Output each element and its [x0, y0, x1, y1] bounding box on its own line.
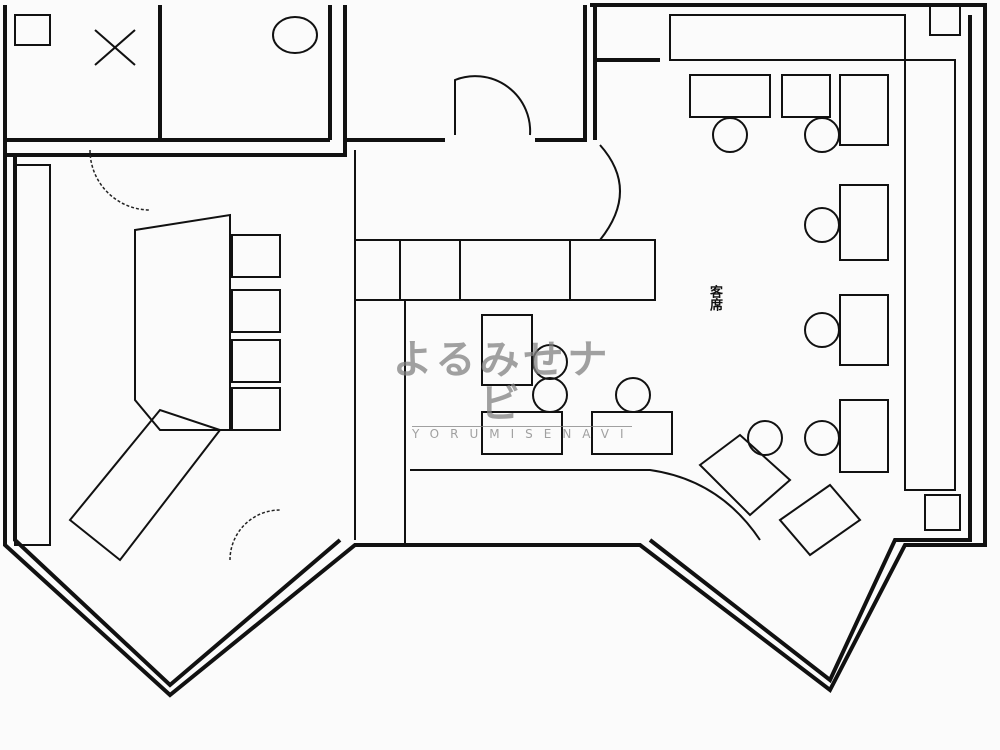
seating — [14, 14, 956, 557]
interior-walls — [5, 5, 660, 545]
watermark-main: よるみせナビ — [392, 337, 612, 427]
doors — [89, 75, 621, 561]
counter — [68, 213, 656, 562]
watermark-sub: YORUMISENAVI — [412, 426, 635, 441]
restrooms — [14, 4, 961, 531]
seating-area-label: 客席 — [707, 285, 722, 311]
watermark-logo: よるみせナビ YORUMISENAVI — [372, 338, 632, 441]
